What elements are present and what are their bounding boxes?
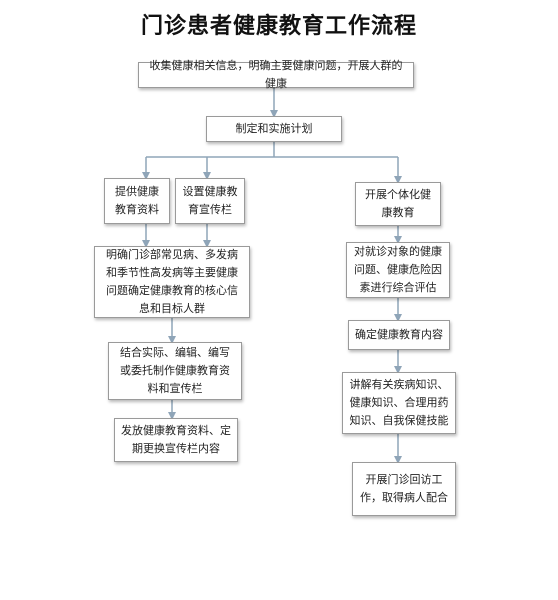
node-individual-label: 开展个体化健康教育	[365, 188, 431, 219]
node-distribute-label: 发放健康教育资料、定期更换宣传栏内容	[121, 424, 231, 455]
node-assess: 对就诊对象的健康问题、健康危险因素进行综合评估	[346, 242, 450, 298]
node-collect-label: 收集健康相关信息，明确主要健康问题，开展人群的健康	[149, 59, 403, 90]
node-individual-education: 开展个体化健康教育	[355, 182, 441, 226]
node-explain-label: 讲解有关疾病知识、健康知识、合理用药知识、自我保健技能	[349, 378, 449, 427]
page-title: 门诊患者健康教育工作流程	[140, 14, 417, 39]
node-setup-board: 设置健康教育宣传栏	[175, 178, 245, 224]
node-content-label: 确定健康教育内容	[355, 328, 443, 341]
node-plan-label: 制定和实施计划	[235, 122, 313, 135]
node-followup-label: 开展门诊回访工作，取得病人配合	[360, 473, 448, 504]
node-assess-label: 对就诊对象的健康问题、健康危险因素进行综合评估	[354, 245, 442, 294]
node-board-label: 设置健康教育宣传栏	[182, 185, 238, 216]
node-provide-materials: 提供健康教育资料	[104, 178, 170, 224]
node-distribute-materials: 发放健康教育资料、定期更换宣传栏内容	[114, 418, 238, 462]
node-produce-label: 结合实际、编辑、编写或委托制作健康教育资料和宣传栏	[120, 346, 230, 395]
node-plan: 制定和实施计划	[206, 116, 342, 142]
node-produce-materials: 结合实际、编辑、编写或委托制作健康教育资料和宣传栏	[108, 342, 242, 400]
node-collect-info: 收集健康相关信息，明确主要健康问题，开展人群的健康	[138, 59, 414, 90]
node-followup: 开展门诊回访工作，取得病人配合	[352, 462, 456, 516]
node-explain-knowledge: 讲解有关疾病知识、健康知识、合理用药知识、自我保健技能	[342, 372, 456, 434]
node-provide-label: 提供健康教育资料	[115, 185, 159, 216]
node-clarify-label: 明确门诊部常见病、多发病和季节性高发病等主要健康问题确定健康教育的核心信息和目标…	[106, 248, 238, 315]
node-determine-content: 确定健康教育内容	[348, 320, 450, 350]
node-clarify-problems: 明确门诊部常见病、多发病和季节性高发病等主要健康问题确定健康教育的核心信息和目标…	[94, 246, 250, 318]
